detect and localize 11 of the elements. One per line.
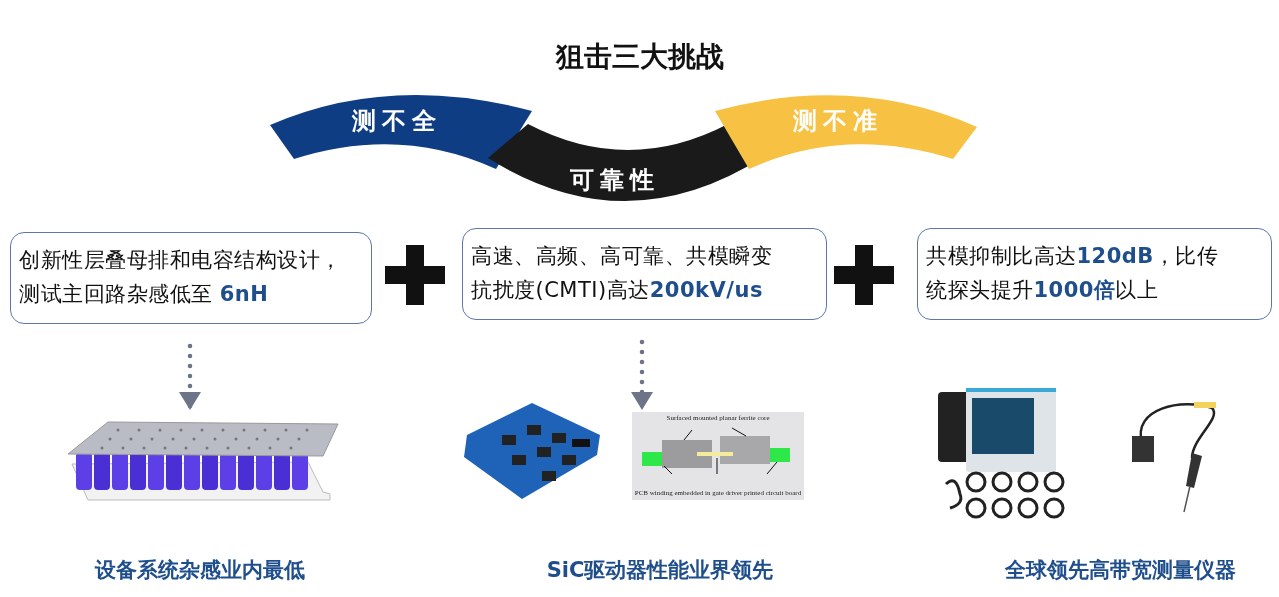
arc-label: 测不准 [793, 106, 883, 137]
arc-label: 可靠性 [570, 165, 660, 196]
diagram-panel [632, 412, 804, 500]
text-box: 高速、高频、高可靠、共模瞬变抗扰度(CMTI)高达200kV/us [462, 228, 827, 320]
caption: SiC驱动器性能业界领先 [545, 557, 775, 584]
caption: 全球领先高带宽测量仪器 [1003, 557, 1237, 584]
caption: 设备系统杂感业内最低 [93, 557, 306, 584]
text-box: 共模抑制比高达120dB，比传统探头提升1000倍以上 [917, 228, 1272, 320]
title: 狙击三大挑战 [554, 39, 725, 75]
arc-label: 测不全 [352, 106, 442, 137]
text-box: 创新性层叠母排和电容结构设计，测试主回路杂感低至 6nH [10, 232, 372, 324]
